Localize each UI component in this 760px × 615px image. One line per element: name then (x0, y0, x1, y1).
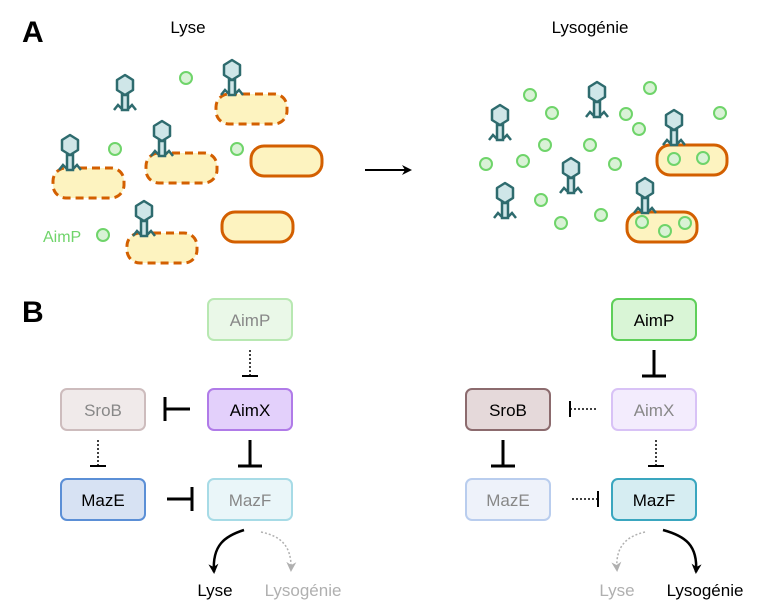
network-lyse: AimP AimX SroB MazE MazF (60, 298, 342, 600)
outcome-lyse-inactive: Lyse (599, 581, 634, 600)
phage-icon (492, 181, 518, 220)
arrow-to-lysogeny (662, 528, 702, 574)
aimp-dots-lysogeny (479, 81, 727, 238)
inhibition-srob-maze-weak (90, 440, 106, 467)
inhibition-maze-mazf-weak (572, 491, 599, 507)
arrow-to-lyse (208, 528, 245, 574)
phage-icon (131, 199, 157, 238)
node-maze-active (60, 478, 146, 521)
lysogeny-title: Lysogénie (552, 18, 629, 37)
node-maze-label: MazE (486, 491, 529, 510)
node-aimx-label: AimX (230, 401, 271, 420)
inhibition-srob-maze (491, 440, 515, 468)
arrow-to-lysogeny-weak (260, 531, 297, 572)
node-aimx-inactive (611, 388, 697, 431)
aimp-dot (230, 142, 244, 156)
inhibition-aimp-aimx-weak (242, 350, 258, 377)
node-mazf-label: MazF (633, 491, 676, 510)
intact-cell (249, 144, 324, 178)
node-aimp-label: AimP (230, 311, 271, 330)
aimp-legend-label: AimP (43, 229, 81, 246)
node-srob-inactive (60, 388, 146, 431)
node-srob-active (465, 388, 551, 431)
inhibition-aimx-mazf (238, 440, 262, 468)
lysed-cell (51, 166, 126, 200)
phages-lyse (57, 58, 245, 238)
outcome-lysogeny-active: Lysogénie (667, 581, 744, 600)
node-maze-label: MazE (81, 491, 124, 510)
inhibition-maze-mazf (167, 487, 194, 511)
intact-cells-lyse (220, 144, 324, 244)
node-mazf-inactive (207, 478, 293, 521)
phage-icon (219, 58, 245, 97)
aimp-dot (96, 228, 110, 242)
intact-cell (220, 210, 295, 244)
aimp-dots-lyse (96, 71, 244, 242)
lysed-cell (144, 151, 219, 185)
panel-b-label: B (22, 296, 44, 329)
node-mazf-label: MazF (229, 491, 272, 510)
inhibition-aimx-mazf-weak (648, 440, 664, 467)
phage-icon (57, 133, 83, 172)
node-maze-inactive (465, 478, 551, 521)
lyse-title: Lyse (170, 18, 205, 37)
phage-icon (584, 80, 610, 119)
lysed-cell (125, 231, 199, 265)
network-lysogeny: AimP AimX SroB MazE MazF (465, 298, 744, 600)
outcome-lysogeny-inactive: Lysogénie (265, 581, 342, 600)
outcome-lyse-active: Lyse (197, 581, 232, 600)
aimp-dot (179, 71, 193, 85)
node-srob-label: SroB (489, 401, 527, 420)
arrow-to-lyse-weak (611, 531, 646, 572)
node-aimp-active (611, 298, 697, 341)
panel-a-label: A (22, 16, 44, 49)
inhibition-aimp-aimx (642, 350, 666, 378)
node-aimx-label: AimX (634, 401, 675, 420)
node-srob-label: SroB (84, 401, 122, 420)
node-mazf-active (611, 478, 697, 521)
lysed-cells (51, 92, 289, 265)
phage-icon (487, 103, 513, 142)
phage-icon (558, 156, 584, 195)
aimp-dot (108, 142, 122, 156)
phage-icon (112, 73, 138, 112)
node-aimx-active (207, 388, 293, 431)
node-aimp-label: AimP (634, 311, 675, 330)
lysed-cell (214, 92, 289, 126)
phage-icon (632, 176, 658, 215)
node-aimp-inactive (207, 298, 293, 341)
inhibition-aimx-srob (163, 397, 190, 421)
inhibition-aimx-srob-weak (569, 401, 596, 417)
phage-icon (661, 108, 687, 147)
phage-icon (149, 119, 175, 158)
